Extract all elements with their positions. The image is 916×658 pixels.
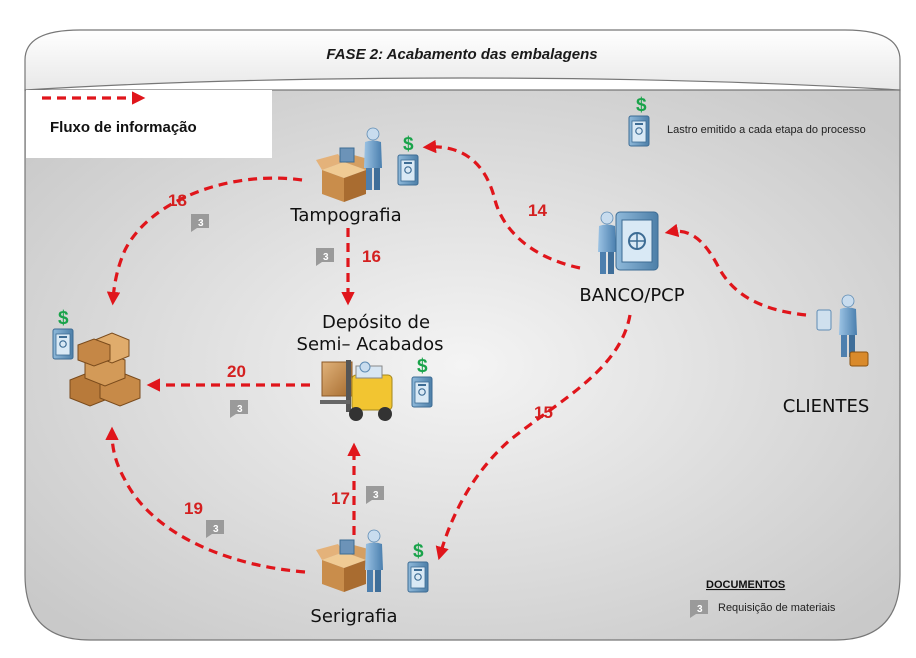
svg-text:3: 3 [213, 524, 219, 535]
documents-item-label: Requisição de materiais [718, 602, 836, 614]
diagram-panel [24, 89, 901, 641]
flow-number-14: 14 [528, 201, 547, 220]
computer-icon [339, 539, 355, 555]
flow-number-17: 17 [331, 489, 350, 508]
flow-number-15: 15 [534, 403, 553, 422]
safe-icon [52, 328, 74, 360]
node-label-clientes: CLIENTES [783, 396, 870, 417]
node-serigrafia: $ Serigrafia [310, 529, 429, 627]
dollar-icon: $ [413, 541, 424, 562]
safe-icon [397, 154, 419, 186]
forklift-icon [320, 360, 393, 421]
tablet-icon [816, 309, 832, 331]
ballast-legend: $ Lastro emitido a cada etapa do process… [628, 95, 866, 147]
documents-heading: DOCUMENTOS [706, 579, 785, 591]
flow-legend-label: Fluxo de informação [50, 119, 197, 136]
flow-number-18: 18 [168, 191, 187, 210]
doc-badge-legend-number: 3 [697, 604, 703, 615]
node-warehouse: $ [52, 308, 141, 407]
flow-number-19: 19 [184, 499, 203, 518]
dollar-icon: $ [636, 95, 647, 116]
node-tampografia: $ Tampografia [289, 127, 419, 226]
node-label-serigrafia: Serigrafia [310, 606, 397, 627]
flow-number-20: 20 [227, 362, 246, 381]
flow-number-16: 16 [362, 247, 381, 266]
doc-badge-16: 3 [316, 248, 334, 266]
dollar-icon: $ [58, 308, 69, 329]
dollar-icon: $ [417, 356, 428, 377]
flow-arrow-18 [106, 176, 303, 306]
flow-arrow-15 [435, 314, 632, 561]
boxes-stack-icon [69, 332, 141, 407]
node-label-banco: BANCO/PCP [579, 285, 684, 306]
ballast-legend-label: Lastro emitido a cada etapa do processo [667, 124, 866, 136]
documents-legend: DOCUMENTOS 3 Requisição de materiais [690, 579, 836, 618]
doc-badge-20: 3 [230, 400, 248, 418]
svg-text:3: 3 [198, 218, 204, 229]
doc-badge-19: 3 [206, 520, 224, 538]
node-label-deposito-2: Semi– Acabados [297, 334, 444, 355]
safe-icon [411, 376, 433, 408]
node-label-deposito-1: Depósito de [322, 312, 430, 333]
node-label-tampografia: Tampografia [289, 205, 401, 226]
briefcase-icon [849, 351, 869, 367]
flow-arrow-clientes [664, 223, 807, 317]
vault-icon [615, 211, 659, 271]
svg-text:3: 3 [323, 252, 329, 263]
node-deposito: Depósito de Semi– Acabados $ [297, 312, 444, 421]
header-band [24, 29, 901, 91]
safe-icon [407, 561, 429, 593]
computer-icon [339, 147, 355, 163]
node-banco: BANCO/PCP [579, 211, 685, 306]
svg-text:3: 3 [373, 490, 379, 501]
flow-arrow-14 [422, 139, 581, 270]
safe-icon [628, 115, 650, 147]
node-clientes: CLIENTES [783, 294, 870, 417]
svg-text:3: 3 [237, 404, 243, 415]
dollar-icon: $ [403, 134, 414, 155]
doc-badge-18: 3 [191, 214, 209, 232]
doc-badge-17: 3 [366, 486, 384, 504]
flow-legend-box [26, 90, 272, 158]
flow-arrow-19 [105, 426, 306, 574]
diagram-title: FASE 2: Acabamento das embalagens [326, 46, 597, 63]
